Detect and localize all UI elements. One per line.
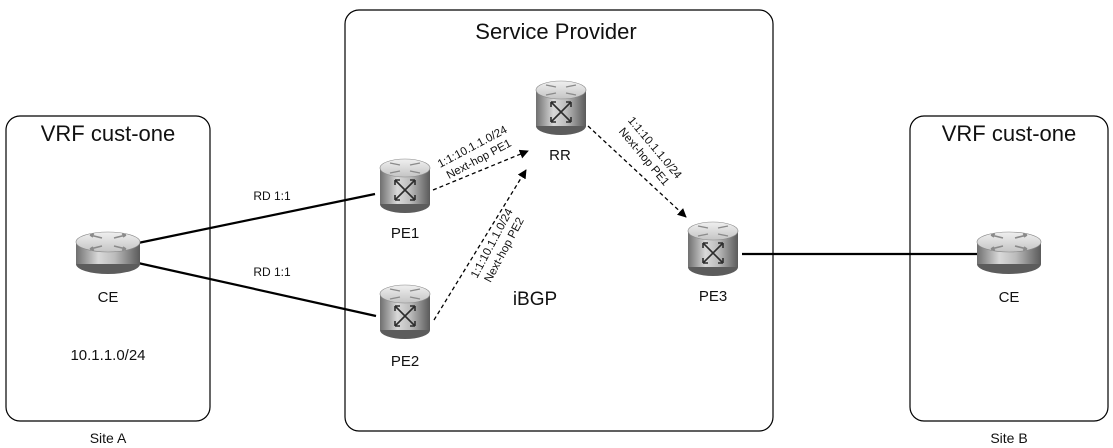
ce-pe1-rd-label: RD 1:1	[253, 189, 291, 203]
update-pe1-rr	[432, 149, 529, 191]
site-b-ce-router-icon	[976, 231, 1042, 275]
provider-title: Service Provider	[475, 19, 636, 44]
site-a-title: VRF cust-one	[41, 121, 176, 146]
site-b-title: VRF cust-one	[942, 121, 1077, 146]
pe2-router-icon	[379, 284, 431, 340]
update-rr-pe3	[587, 125, 687, 218]
site-a-ce-router-icon	[75, 231, 141, 275]
site-b-ce-label: CE	[999, 289, 1020, 306]
service-provider-box	[344, 9, 774, 432]
ce-pe2-rd-label: RD 1:1	[253, 265, 291, 279]
site-a-prefix: 10.1.1.0/24	[70, 347, 145, 364]
rr-router-icon	[535, 80, 587, 136]
update-pe2-rr	[433, 169, 527, 321]
site-b-label: Site B	[990, 430, 1027, 446]
pe1-router-icon	[379, 158, 431, 214]
link-ce-pe1	[137, 192, 376, 245]
ibgp-label: iBGP	[513, 289, 557, 310]
pe3-label: PE3	[699, 288, 727, 305]
pe1-label: PE1	[391, 225, 419, 242]
site-a-label: Site A	[90, 430, 127, 446]
link-ce-pe2	[137, 261, 377, 318]
pe2-label: PE2	[391, 353, 419, 370]
rr-label: RR	[549, 147, 571, 164]
site-a-ce-label: CE	[98, 289, 119, 306]
pe3-router-icon	[687, 221, 739, 277]
